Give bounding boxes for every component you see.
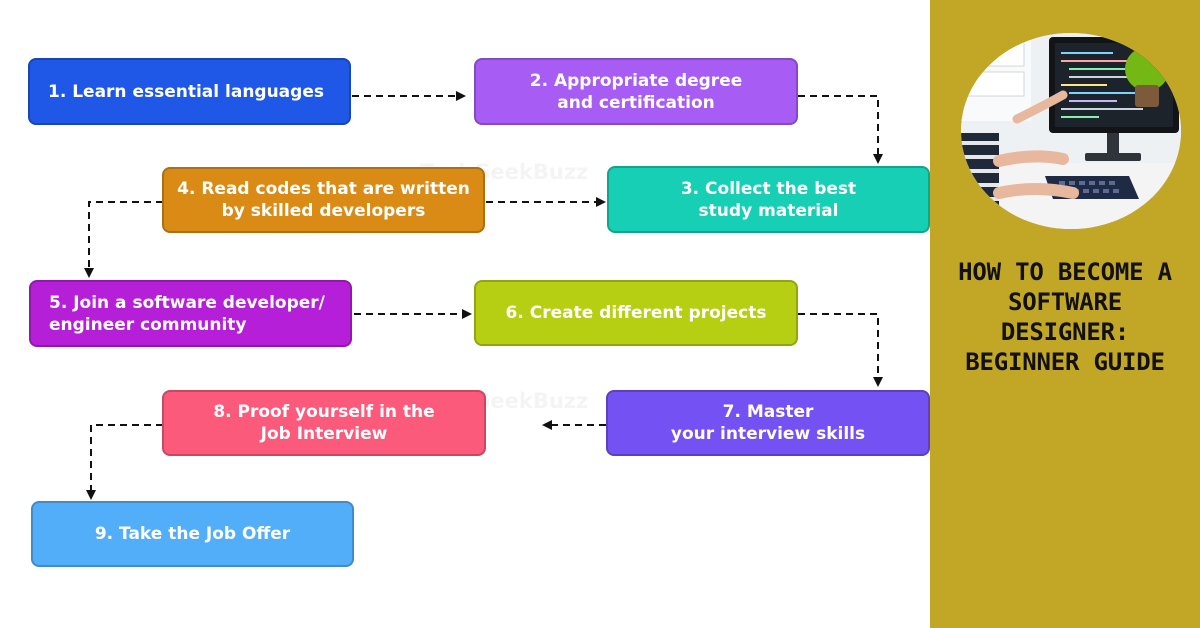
step-label: 3. Collect the best study material: [680, 178, 857, 221]
arrow-2-to-3: [798, 95, 883, 164]
step-label: 5. Join a software developer/ engineer c…: [49, 292, 325, 335]
step-9-job-offer: 9. Take the Job Offer: [31, 501, 354, 567]
step-label: 1. Learn essential languages: [48, 81, 324, 102]
arrow-8-to-9: [86, 424, 163, 500]
step-label: 9. Take the Job Offer: [94, 524, 291, 544]
step-label: 4. Read codes that are written by skille…: [177, 179, 470, 221]
flowchart: TechGeekBuzz TechGeekBuzz 1. Learn essen…: [28, 58, 930, 567]
step-label: 7. Master your interview skills: [670, 402, 866, 444]
step-5-join-community: 5. Join a software developer/ engineer c…: [29, 280, 352, 347]
developer-at-computer-image: [961, 33, 1181, 229]
step-8-job-interview: 8. Proof yourself in the Job Interview: [162, 390, 486, 456]
step-6-create-projects: 6. Create different projects: [474, 280, 798, 346]
step-1-learn-languages: 1. Learn essential languages: [28, 58, 351, 125]
guide-title: HOW TO BECOME A SOFTWARE DESIGNER: BEGIN…: [958, 258, 1172, 376]
step-4-read-codes: 4. Read codes that are written by skille…: [162, 167, 485, 233]
arrow-6-to-7: [798, 313, 883, 387]
step-3-study-material: 3. Collect the best study material: [607, 166, 930, 233]
step-label: 8. Proof yourself in the Job Interview: [213, 402, 435, 444]
step-label: 2. Appropriate degree and certification: [529, 70, 743, 113]
step-label: 6. Create different projects: [505, 303, 767, 323]
arrow-4-to-5: [84, 201, 163, 278]
side-panel: HOW TO BECOME A SOFTWARE DESIGNER: BEGIN…: [930, 0, 1200, 628]
step-7-interview-skills: 7. Master your interview skills: [606, 390, 930, 456]
step-2-degree-certification: 2. Appropriate degree and certification: [474, 58, 798, 125]
